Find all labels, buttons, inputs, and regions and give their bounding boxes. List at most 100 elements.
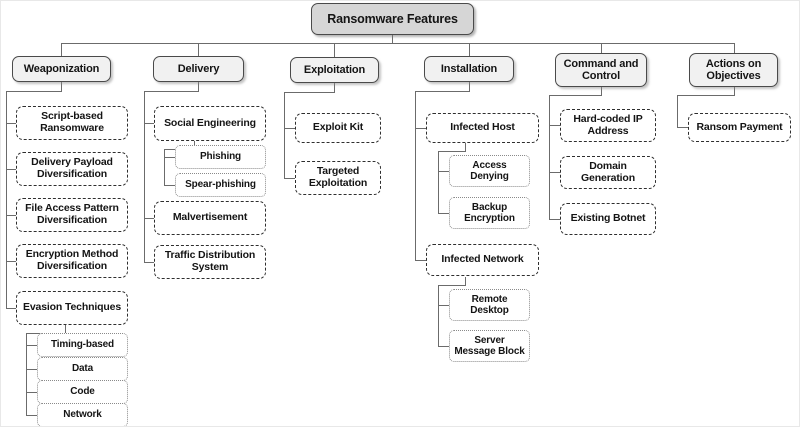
connector-infected-host-stem [465, 143, 466, 151]
subfeature-label-code: Code [70, 386, 95, 398]
feature-node-infected-network[interactable]: Infected Network [426, 244, 539, 276]
feature-node-existing-botnet[interactable]: Existing Botnet [560, 203, 656, 235]
subfeature-label-remote-desktop: Remote Desktop [470, 293, 509, 316]
connector-weaponization-child-4 [6, 261, 16, 262]
phase-node-installation[interactable]: Installation [424, 56, 514, 82]
feature-node-encryption-method-diversification[interactable]: Encryption Method Diversification [16, 244, 128, 278]
connector-evasion-child-2 [26, 369, 37, 370]
subfeature-node-network[interactable]: Network [37, 403, 128, 426]
subfeature-node-backup-encryption[interactable]: Backup Encryption [449, 197, 530, 229]
connector-delivery-elbow [144, 91, 199, 92]
subfeature-label-server-message-block: Server Message Block [454, 334, 525, 357]
feature-node-delivery-payload-diversification[interactable]: Delivery Payload Diversification [16, 152, 128, 186]
root-node-label: Ransomware Features [327, 12, 458, 26]
root-node-ransomware-features[interactable]: Ransomware Features [311, 3, 474, 35]
subfeature-node-server-message-block[interactable]: Server Message Block [449, 330, 530, 362]
connector-infected-network-child-1 [438, 305, 449, 306]
connector-installation-stem [469, 82, 470, 91]
feature-label-existing-botnet: Existing Botnet [570, 212, 646, 225]
phase-label-weaponization: Weaponization [23, 62, 100, 75]
subfeature-node-phishing[interactable]: Phishing [175, 145, 266, 169]
subfeature-node-remote-desktop[interactable]: Remote Desktop [449, 289, 530, 321]
connector-evasion-spine [26, 333, 27, 415]
connector-drop-weaponization [61, 43, 62, 56]
phase-label-actions-on-objectives: Actions on Objectives [705, 57, 762, 82]
feature-label-infected-network: Infected Network [441, 253, 524, 266]
phase-node-exploitation[interactable]: Exploitation [290, 57, 379, 83]
subfeature-label-timing-based: Timing-based [50, 339, 115, 351]
connector-infected-network-spine [438, 285, 439, 347]
connector-drop-installation [469, 43, 470, 56]
connector-weaponization-stem [61, 82, 62, 91]
connector-evasion-child-4 [26, 415, 37, 416]
connector-weaponization-child-5 [6, 308, 16, 309]
connector-delivery-stem [198, 82, 199, 91]
feature-node-traffic-distribution-system[interactable]: Traffic Distribution System [154, 245, 266, 279]
connector-installation-spine [415, 91, 416, 261]
subfeature-node-code[interactable]: Code [37, 380, 128, 404]
connector-infected-network-stem [465, 277, 466, 285]
connector-infected-host-child-2 [438, 213, 449, 214]
feature-label-delivery-payload-diversification: Delivery Payload Diversification [31, 156, 113, 180]
feature-node-hard-coded-ip-address[interactable]: Hard-coded IP Address [560, 109, 656, 142]
connector-evasion-child-3 [26, 392, 37, 393]
subfeature-node-access-denying[interactable]: Access Denying [449, 155, 530, 187]
feature-node-infected-host[interactable]: Infected Host [426, 113, 539, 143]
connector-exploitation-child-1 [284, 128, 295, 129]
connector-infected-host-elbow [438, 151, 466, 152]
phase-label-command-and-control: Command and Control [563, 57, 639, 82]
feature-node-ransom-payment[interactable]: Ransom Payment [688, 113, 791, 142]
connector-drop-command-control [601, 43, 602, 53]
connector-command-control-stem [601, 87, 602, 95]
phase-node-command-and-control[interactable]: Command and Control [555, 53, 647, 87]
feature-label-exploit-kit: Exploit Kit [312, 121, 364, 134]
connector-weaponization-child-3 [6, 215, 16, 216]
connector-social-engineering-child-2 [164, 185, 175, 186]
subfeature-node-spear-phishing[interactable]: Spear-phishing [175, 173, 266, 197]
feature-node-file-access-pattern-diversification[interactable]: File Access Pattern Diversification [16, 198, 128, 232]
feature-label-evasion-techniques: Evasion Techniques [22, 301, 122, 314]
feature-node-exploit-kit[interactable]: Exploit Kit [295, 113, 381, 143]
subfeature-node-timing-based[interactable]: Timing-based [37, 333, 128, 357]
feature-node-domain-generation[interactable]: Domain Generation [560, 156, 656, 189]
connector-social-engineering-spine [164, 149, 165, 186]
connector-exploitation-stem [334, 83, 335, 92]
feature-label-infected-host: Infected Host [450, 121, 515, 134]
connector-evasion-child-1 [26, 345, 37, 346]
subfeature-label-network: Network [63, 409, 102, 421]
connector-command-control-elbow [549, 95, 602, 96]
connector-delivery-child-3 [144, 262, 154, 263]
feature-label-script-based-ransomware: Script-based Ransomware [40, 110, 104, 134]
phase-label-exploitation: Exploitation [303, 63, 366, 76]
phase-node-weaponization[interactable]: Weaponization [12, 56, 111, 82]
feature-node-evasion-techniques[interactable]: Evasion Techniques [16, 291, 128, 325]
feature-label-ransom-payment: Ransom Payment [696, 120, 783, 133]
subfeature-label-spear-phishing: Spear-phishing [185, 179, 256, 191]
connector-infected-network-elbow [438, 285, 466, 286]
connector-drop-exploitation [334, 43, 335, 57]
feature-node-targeted-exploitation[interactable]: Targeted Exploitation [295, 161, 381, 195]
connector-command-control-spine [549, 95, 550, 219]
connector-actions-objectives-spine [677, 95, 678, 127]
subfeature-node-data[interactable]: Data [37, 357, 128, 381]
connector-command-control-child-2 [549, 172, 560, 173]
feature-node-social-engineering[interactable]: Social Engineering [154, 106, 266, 141]
subfeature-label-data: Data [71, 363, 94, 375]
connector-command-control-child-1 [549, 125, 560, 126]
connector-weaponization-elbow [6, 91, 62, 92]
phase-node-actions-on-objectives[interactable]: Actions on Objectives [689, 53, 778, 87]
connector-command-control-child-3 [549, 219, 560, 220]
phase-label-installation: Installation [440, 62, 498, 75]
connector-actions-objectives-child-1 [677, 127, 688, 128]
connector-delivery-child-1 [144, 123, 154, 124]
feature-node-script-based-ransomware[interactable]: Script-based Ransomware [16, 106, 128, 140]
connector-infected-host-spine [438, 151, 439, 214]
connector-weaponization-child-2 [6, 169, 16, 170]
feature-label-encryption-method-diversification: Encryption Method Diversification [25, 248, 119, 272]
feature-node-malvertisement[interactable]: Malvertisement [154, 201, 266, 235]
connector-evasion-stem [65, 325, 66, 333]
connector-installation-elbow [415, 91, 470, 92]
connector-weaponization-spine [6, 91, 7, 308]
connector-delivery-spine [144, 91, 145, 263]
phase-node-delivery[interactable]: Delivery [153, 56, 244, 82]
